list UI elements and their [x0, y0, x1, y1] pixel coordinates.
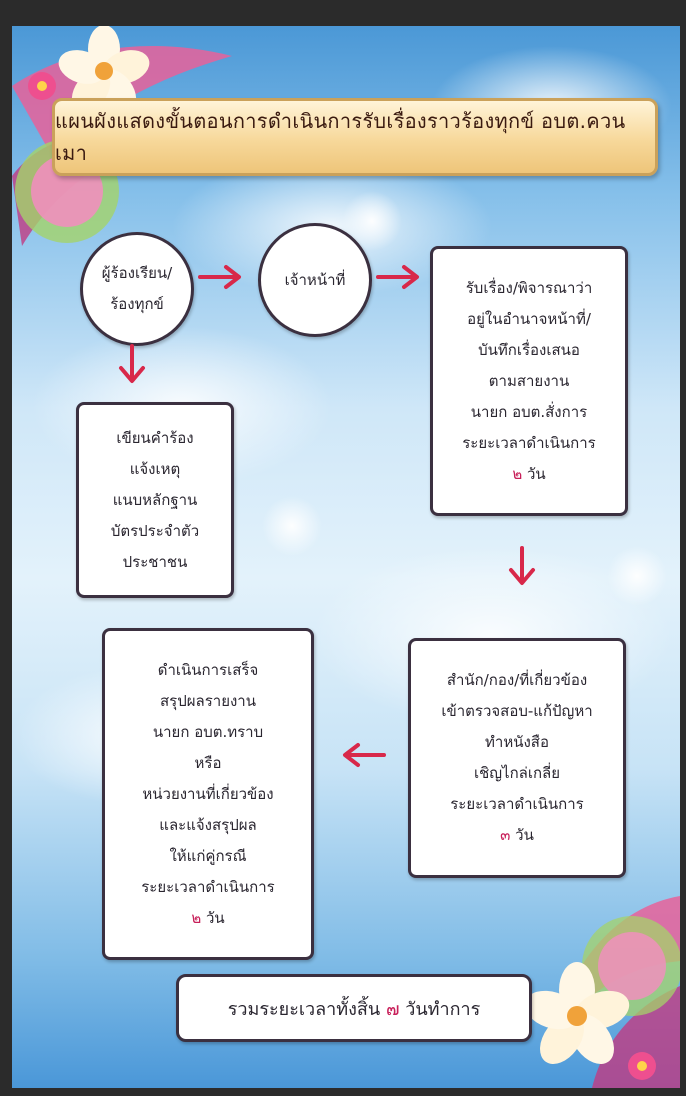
node-text-line: ทำหนังสือ — [485, 733, 549, 751]
node-text-line: แนบหลักฐาน — [112, 490, 198, 509]
poster-background: แผนผังแสดงขั้นตอนการดำเนินการรับเรื่องรา… — [12, 26, 680, 1088]
duration-number: ๓ — [500, 826, 511, 844]
arrow-down-icon — [119, 344, 145, 383]
total-days-number: ๗ — [385, 998, 400, 1020]
duration-unit: วัน — [205, 908, 225, 927]
sparkle-decoration — [262, 496, 322, 556]
node-text-line: ตามสายงาน — [488, 371, 570, 390]
node-text-line: และแจ้งสรุปผล — [159, 815, 257, 834]
step-officer-node: เจ้าหน้าที่ — [258, 223, 372, 337]
sparkle-decoration — [607, 546, 667, 606]
node-text-line: ดำเนินการเสร็จ — [157, 660, 259, 679]
node-text-line: นายก อบต.สั่งการ — [470, 402, 588, 421]
node-text-line: นายก อบต.ทราบ — [152, 722, 264, 741]
flower-decoration-bottom-right — [524, 896, 680, 1088]
arrow-right-icon — [198, 265, 241, 289]
duration-unit: วัน — [526, 464, 546, 483]
node-text-line: รับเรื่อง/พิจารณาว่า — [465, 278, 593, 297]
node-text-line: ผู้ร้องเรียน/ — [101, 264, 173, 282]
step-inspection-box: สำนัก/กอง/ที่เกี่ยวข้อง เข้าตรวจสอบ-แก้ป… — [408, 638, 626, 878]
step-complainant-node: ผู้ร้องเรียน/ ร้องทุกข์ — [80, 232, 194, 346]
step-completion-box: ดำเนินการเสร็จ สรุปผลรายงาน นายก อบต.ทรา… — [102, 628, 314, 960]
duration-number: ๒ — [512, 464, 523, 483]
node-text-line: ระยะเวลาดำเนินการ — [462, 433, 596, 452]
duration-line: ๒ วัน — [512, 459, 545, 490]
arrow-right-icon — [376, 265, 419, 289]
node-text-line: เขียนคำร้อง — [116, 428, 194, 447]
node-text-line: ระยะเวลาดำเนินการ — [450, 795, 584, 813]
step-receive-consider-box: รับเรื่อง/พิจารณาว่า อยู่ในอำนาจหน้าที่/… — [430, 246, 628, 516]
node-text-line: หรือ — [194, 753, 222, 772]
total-prefix: รวมระยะเวลาทั้งสิ้น — [227, 998, 381, 1020]
total-duration-text: รวมระยะเวลาทั้งสิ้น ๗ วันทำการ — [228, 994, 481, 1023]
duration-unit: วัน — [515, 826, 534, 844]
page-title: แผนผังแสดงขั้นตอนการดำเนินการรับเรื่องรา… — [55, 109, 626, 165]
total-suffix: วันทำการ — [405, 998, 481, 1020]
node-text-line: เจ้าหน้าที่ — [284, 270, 346, 289]
node-text-line: ร้องทุกข์ — [110, 295, 164, 313]
node-text-line: บันทึกเรื่องเสนอ — [478, 340, 580, 359]
node-text-line: ประชาชน — [122, 552, 188, 571]
node-text-line: หน่วยงานที่เกี่ยวข้อง — [142, 784, 274, 803]
duration-line: ๓ วัน — [500, 820, 534, 851]
duration-number: ๒ — [191, 908, 202, 927]
title-banner: แผนผังแสดงขั้นตอนการดำเนินการรับเรื่องรา… — [52, 98, 658, 176]
node-text-line: เข้าตรวจสอบ-แก้ปัญหา — [441, 702, 593, 720]
node-text-line: สำนัก/กอง/ที่เกี่ยวข้อง — [446, 671, 588, 689]
node-text-line: บัตรประจำตัว — [110, 521, 200, 540]
node-text-line: อยู่ในอำนาจหน้าที่/ — [467, 309, 591, 328]
node-text-line: ให้แก่คู่กรณี — [169, 846, 247, 865]
duration-line: ๒ วัน — [191, 903, 224, 934]
arrow-left-icon — [343, 743, 386, 767]
node-text-line: ระยะเวลาดำเนินการ — [141, 877, 275, 896]
node-text-line: แจ้งเหตุ — [129, 459, 181, 478]
node-text-line: สรุปผลรายงาน — [160, 691, 256, 710]
total-duration-box: รวมระยะเวลาทั้งสิ้น ๗ วันทำการ — [176, 974, 532, 1042]
arrow-down-icon — [509, 546, 535, 585]
required-documents-box: เขียนคำร้อง แจ้งเหตุ แนบหลักฐาน บัตรประจ… — [76, 402, 234, 598]
node-text-line: เชิญไกล่เกลี่ย — [473, 764, 561, 782]
